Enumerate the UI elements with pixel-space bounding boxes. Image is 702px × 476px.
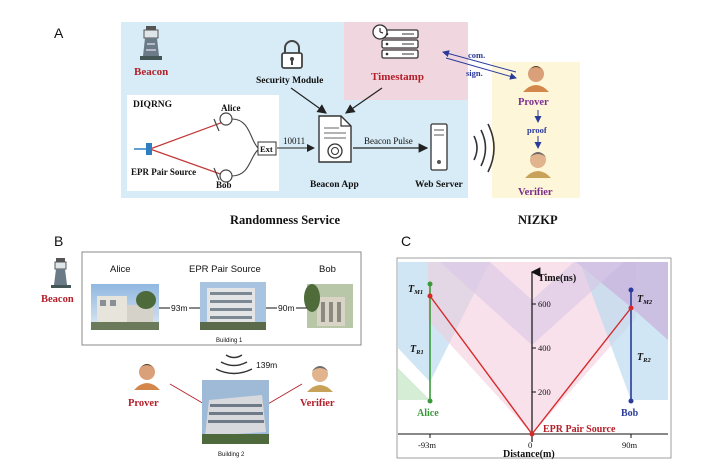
- dist-alice-label: 93m: [171, 303, 188, 313]
- security-module-label: Security Module: [256, 76, 323, 86]
- com-label: com.: [468, 50, 485, 60]
- bob-label-c: Bob: [621, 408, 639, 419]
- alice-detector: [213, 112, 233, 132]
- tr2-label: TR2: [637, 352, 651, 364]
- web-server-label: Web Server: [415, 180, 464, 190]
- lock-icon: [281, 40, 303, 69]
- alice-bottom-point: [427, 398, 433, 404]
- tm1-label: TM1: [408, 284, 423, 296]
- epr-source-site-photo: [200, 282, 266, 330]
- epr-pair-source-label-b: EPR Pair Source: [189, 264, 261, 275]
- bob-fiber: [231, 149, 259, 177]
- panel-b-label: B: [54, 233, 63, 249]
- alice-label-c: Alice: [417, 408, 439, 419]
- randomness-service-label: Randomness Service: [230, 213, 341, 227]
- dist-building2-label: 139m: [256, 360, 277, 370]
- x-tick-90m: 90m: [622, 440, 638, 450]
- bob-arrival-point: [628, 305, 634, 311]
- panel-b: B Beacon Alice EPR Pair Source Bob: [41, 233, 362, 458]
- photon-path-alice: [149, 120, 227, 150]
- bob-site-photo: [304, 284, 353, 328]
- dist-bob-bg: [277, 302, 296, 313]
- timestamp-label: Timestamp: [371, 71, 424, 83]
- web-server-icon: [430, 123, 448, 171]
- y-tick-400: 400: [538, 343, 551, 353]
- y-tick-600: 600: [538, 299, 551, 309]
- source-point: [529, 431, 535, 437]
- lighthouse-icon: [51, 258, 71, 288]
- bob-detector: [213, 167, 233, 183]
- lighthouse-icon: [140, 26, 162, 60]
- tr1-label: TR1: [410, 344, 424, 356]
- bits-label: 10011: [283, 136, 305, 146]
- epr-pair-source-label-a: EPR Pair Source: [131, 167, 196, 177]
- tm2-label: TM2: [637, 294, 653, 306]
- x-tick-marks: [429, 434, 632, 438]
- time-axis-label: Time(ns): [538, 273, 576, 284]
- panel-c: C Time(ns) Distance(m) 200 400 600 -93m …: [396, 233, 672, 460]
- photon-path-bob: [149, 148, 227, 177]
- y-tick-200: 200: [538, 387, 551, 397]
- bob-cone-purple: [576, 262, 668, 340]
- alice-site-photo: [91, 284, 159, 330]
- com-arrow: [442, 50, 517, 73]
- dist-alice-bg: [170, 302, 189, 313]
- beacon-app-label: Beacon App: [310, 180, 359, 190]
- verifier-label-a: Verifier: [518, 187, 553, 198]
- bob-top-point: [628, 287, 634, 293]
- extractor-box: [257, 141, 277, 156]
- panel-a: A Beacon Security Module: [54, 22, 580, 227]
- alice-top-point: [427, 281, 433, 287]
- photon-to-alice: [429, 295, 533, 435]
- prover-person-icon: [134, 364, 160, 390]
- broadcast-waves-icon: [215, 354, 253, 375]
- bob-label-a: Bob: [216, 180, 232, 190]
- bob-label-b: Bob: [319, 264, 336, 275]
- alice-label-b: Alice: [110, 264, 131, 275]
- verifier-person-icon: [307, 366, 333, 392]
- x-tick-0: 0: [528, 440, 532, 450]
- sign-arrow: [445, 57, 517, 80]
- diqrng-box: [127, 95, 279, 191]
- sign-label: sign.: [466, 68, 483, 78]
- panel-a-label: A: [54, 25, 64, 41]
- alice-cone-green: [398, 368, 430, 400]
- verifier-label-b: Verifier: [300, 398, 335, 409]
- timestamp-to-app-arrow: [345, 87, 383, 114]
- alice-label-a: Alice: [221, 103, 241, 113]
- diqrng-label: DIQRNG: [133, 100, 173, 110]
- beacon-label-b: Beacon: [41, 294, 74, 305]
- x-tick-neg93: -93m: [418, 440, 436, 450]
- prover-label-a: Prover: [518, 97, 549, 108]
- distance-axis-label: Distance(m): [503, 449, 555, 460]
- photon-to-bob: [531, 307, 632, 435]
- bob-bottom-point: [628, 398, 634, 404]
- prover-person-icon: [523, 66, 549, 92]
- security-to-app-arrow: [290, 87, 327, 114]
- beacon-pulse-label: Beacon Pulse: [364, 136, 413, 146]
- building2-photo: [202, 380, 269, 444]
- dist-bob-label: 90m: [278, 303, 295, 313]
- ext-label: Ext: [260, 144, 273, 154]
- server-stack-icon: [372, 24, 419, 59]
- epr-source-crystal: [146, 143, 152, 155]
- alice-fiber: [231, 118, 259, 149]
- alice-arrival-point: [427, 293, 433, 299]
- document-icon: [318, 115, 352, 163]
- building2-label: Building 2: [218, 452, 245, 458]
- panel-c-label: C: [401, 233, 411, 249]
- building1-label: Building 1: [216, 338, 243, 344]
- beacon-label: Beacon: [134, 66, 168, 78]
- nizkp-label: NIZKP: [518, 213, 558, 227]
- proof-label: proof: [527, 125, 547, 135]
- prover-label-b: Prover: [128, 398, 159, 409]
- y-tick-marks: [532, 303, 536, 393]
- epr-pair-source-label-c: EPR Pair Source: [543, 424, 616, 435]
- broadcast-waves-icon: [473, 123, 495, 173]
- verifier-person-icon: [525, 152, 551, 178]
